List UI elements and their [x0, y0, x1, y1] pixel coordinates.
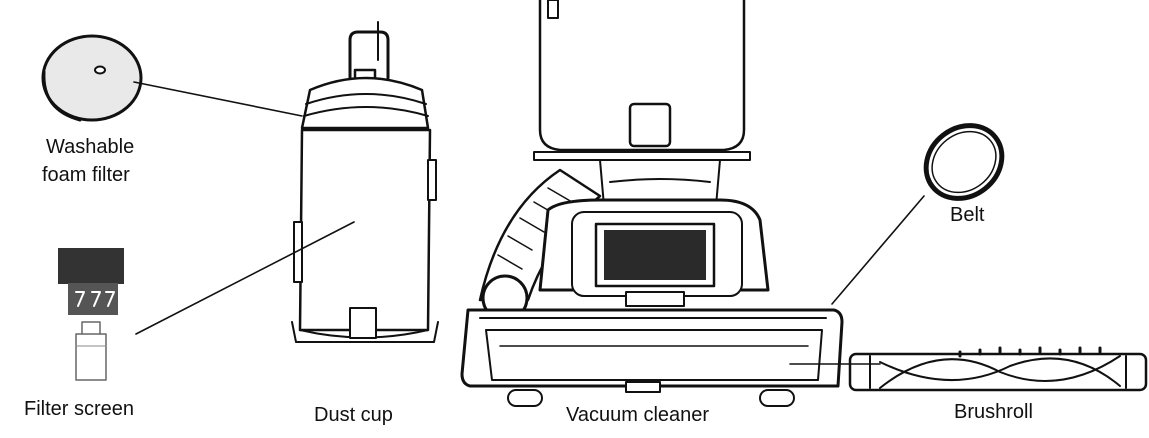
filter-screen-label: Filter screen — [24, 398, 135, 420]
filter-screen-leader-line — [135, 221, 355, 335]
filter-screen-illustration — [58, 248, 124, 381]
vacuum-cleaner-illustration — [460, 0, 844, 407]
foam-filter-leader-line — [133, 81, 303, 117]
foam-filter-illustration — [41, 34, 143, 122]
dust-cup-label: Dust cup — [314, 404, 393, 426]
washable-label: Washable — [46, 136, 135, 158]
foam-filter-label: foam filter — [42, 164, 130, 186]
belt-leader-line — [831, 195, 925, 305]
vacuum-cleaner-label: Vacuum cleaner — [566, 404, 710, 426]
belt-label: Belt — [950, 204, 985, 226]
belt-illustration — [923, 123, 1005, 201]
brushroll-illustration — [848, 346, 1148, 392]
brushroll-label: Brushroll — [954, 401, 1033, 423]
dust-cup-illustration — [291, 21, 439, 343]
